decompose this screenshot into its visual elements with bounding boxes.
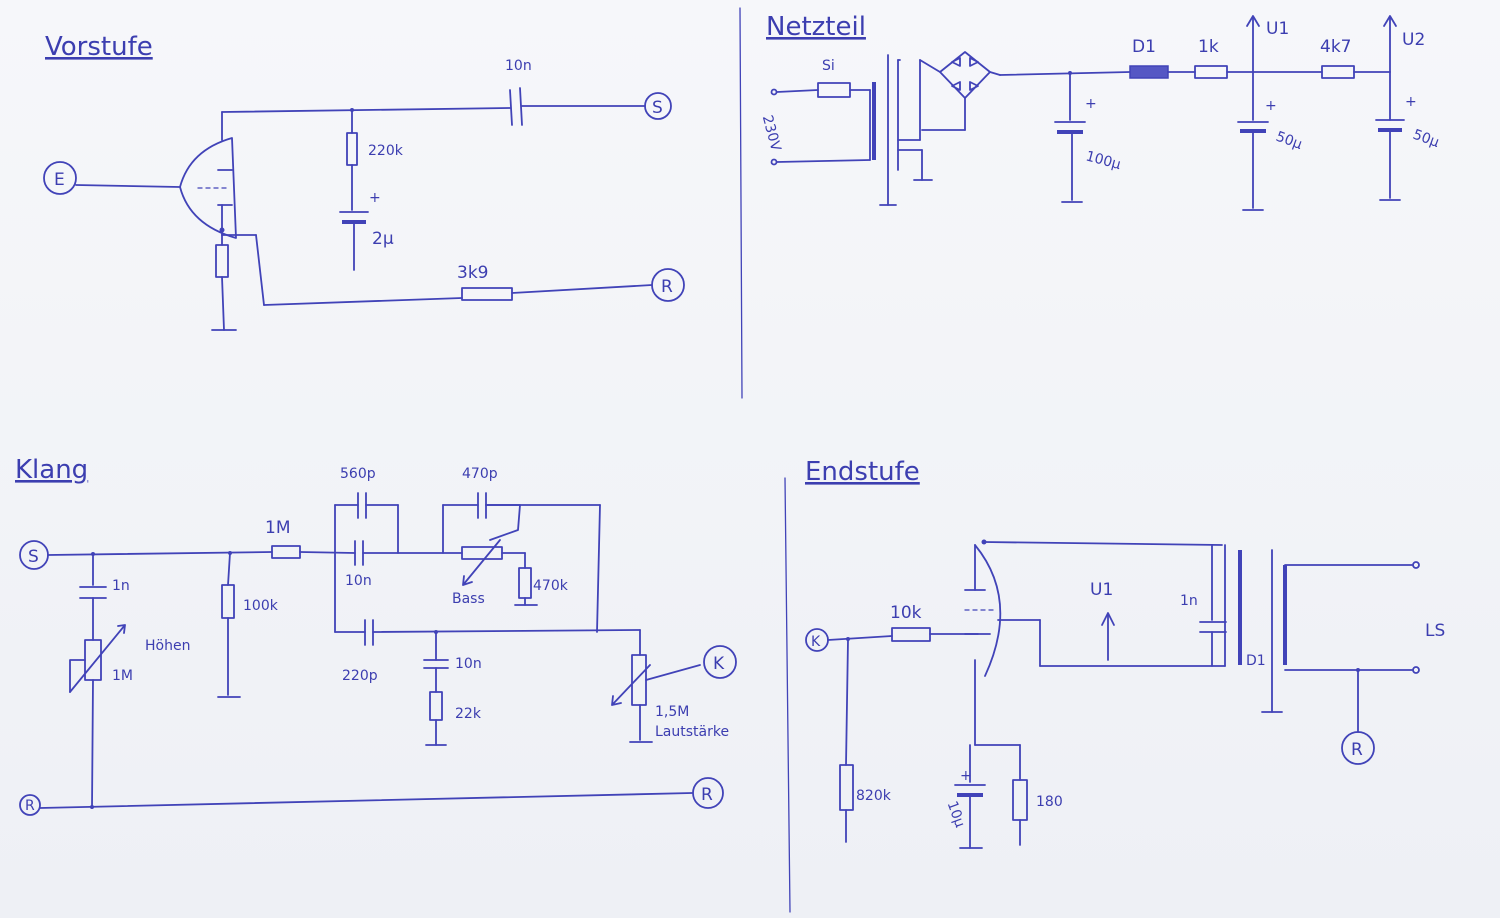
cap-560p-label: 560p: [340, 466, 376, 482]
res-4k7-label: 4k7: [1320, 37, 1351, 57]
res-22k: [429, 691, 443, 721]
res-10k-label: 10k: [890, 603, 922, 623]
pot-15m-label: 1,5M: [655, 704, 689, 720]
cap-470p-label: 470p: [462, 466, 498, 482]
klang-k-label: K: [713, 654, 725, 674]
terminal-s-label: S: [652, 98, 663, 118]
cap-100u-label: 100µ: [1084, 148, 1123, 173]
klang-output-r: [692, 777, 724, 809]
res-470k-label: 470k: [533, 578, 569, 594]
res-180-label: 180: [1036, 794, 1063, 810]
svg-text:+: +: [369, 190, 381, 206]
vorstufe-section: Vorstufe E 10n S 220k + 2µ: [43, 32, 685, 331]
bass-label: Bass: [452, 591, 485, 607]
terminal-r-label: R: [661, 277, 673, 297]
klang-section: Klang S 1n 1M Höhen 100k 1M: [15, 455, 737, 816]
res-820k: [839, 764, 854, 811]
input-terminal-e: [43, 161, 77, 195]
svg-text:+: +: [1405, 94, 1417, 110]
mains-terminal-2: [770, 158, 778, 166]
pot-hoehen: [84, 639, 102, 681]
fuse-si: [817, 82, 851, 98]
cap-220p-label: 220p: [342, 668, 378, 684]
res-22k-label: 22k: [455, 706, 482, 722]
pot-lautstaerke: [631, 654, 647, 706]
terminal-e-label: E: [54, 170, 65, 190]
res-10k: [891, 627, 931, 642]
res-1m-label: 1M: [265, 518, 290, 538]
cap-2u-label: 2µ: [372, 229, 394, 249]
klang-output-k: [703, 645, 737, 679]
endstufe-r-label: R: [1351, 740, 1363, 760]
output-terminal-r: [651, 268, 685, 302]
cap-10n-a-label: 10n: [345, 573, 372, 589]
bridge-rectifier: [939, 51, 991, 99]
res-1m: [271, 545, 301, 559]
u1-label: U1: [1266, 19, 1289, 39]
klang-s-label: S: [28, 547, 39, 567]
hoehen-label: Höhen: [145, 638, 190, 654]
res-1k: [1194, 65, 1228, 79]
klang-ground-r-label: R: [25, 798, 35, 814]
endstufe-k-label: K: [811, 634, 821, 650]
endstufe-cap-1n-label: 1n: [1180, 593, 1198, 609]
res-1k-label: 1k: [1198, 37, 1219, 57]
res-100k-label: 100k: [243, 598, 279, 614]
output-terminal-s: [644, 92, 672, 120]
divider-vertical-top: [739, 7, 743, 399]
u2-label: U2: [1402, 30, 1425, 50]
res-220k-label: 220k: [368, 143, 404, 159]
cap-10n-label: 10n: [505, 58, 532, 74]
res-180: [1012, 779, 1028, 821]
endstufe-title: Endstufe: [805, 457, 920, 487]
cap-50u-a-label: 50µ: [1274, 129, 1305, 153]
d1-label: D1: [1246, 653, 1266, 669]
pot-bass: [461, 546, 503, 560]
endstufe-output-r: [1341, 731, 1375, 765]
cap-10n-b-label: 10n: [455, 656, 482, 672]
ls-label: LS: [1425, 621, 1445, 641]
ls-terminal-2: [1412, 666, 1420, 674]
svg-text:+: +: [960, 768, 972, 784]
ls-terminal-1: [1412, 561, 1420, 569]
res-cathode: [215, 244, 229, 278]
vorstufe-tube: [179, 137, 237, 239]
lautstaerke-label: Lautstärke: [655, 724, 729, 740]
klang-ground-r: [19, 794, 41, 816]
netzteil-title: Netzteil: [766, 12, 866, 42]
choke-label: D1: [1132, 37, 1156, 57]
divider-vertical-bottom: [784, 477, 791, 913]
netzteil-section: Netzteil 230V Si +: [759, 12, 1442, 211]
res-100k: [221, 584, 235, 619]
klang-r-label: R: [701, 785, 713, 805]
endstufe-section: Endstufe K 10k U1 1n D1: [805, 457, 1445, 849]
pot-1m-label: 1M: [112, 668, 133, 684]
cap-10u-label: 10µ: [944, 799, 968, 830]
res-3k9: [461, 287, 513, 301]
res-470k: [518, 567, 532, 599]
cap-50u-b-label: 50µ: [1411, 127, 1442, 151]
cap-1n-label: 1n: [112, 578, 130, 594]
mains-label: 230V: [759, 114, 784, 154]
res-4k7: [1321, 65, 1355, 79]
res-220k: [346, 132, 358, 166]
res-820k-label: 820k: [856, 788, 892, 804]
klang-title: Klang: [15, 455, 88, 485]
vorstufe-title: Vorstufe: [45, 32, 153, 62]
svg-text:+: +: [1085, 96, 1097, 112]
svg-text:+: +: [1265, 98, 1277, 114]
endstufe-u1-label: U1: [1090, 580, 1113, 600]
res-3k9-label: 3k9: [457, 263, 488, 283]
fuse-label: Si: [822, 58, 835, 74]
endstufe-tube: [974, 544, 1002, 677]
choke-d1: [1129, 65, 1169, 79]
mains-terminal-1: [770, 88, 778, 96]
